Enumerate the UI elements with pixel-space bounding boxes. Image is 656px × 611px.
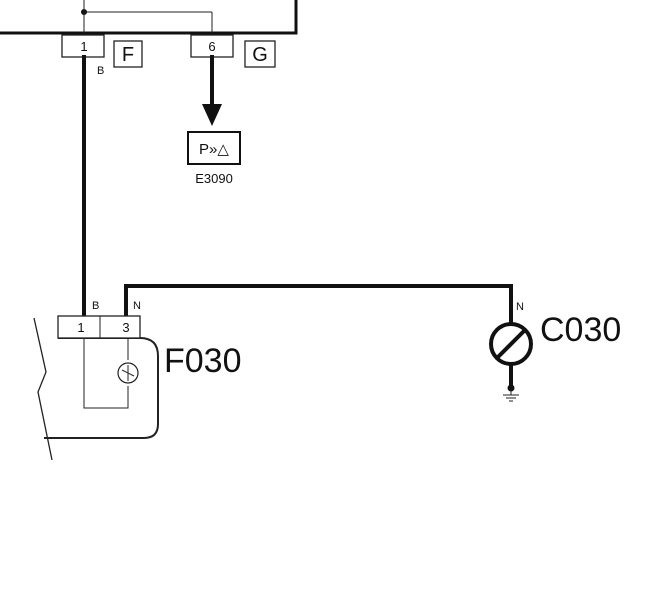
switch-f030: 1 3 B N F030 — [33, 300, 242, 461]
ground-icon — [503, 390, 519, 402]
switch-pin-3-number: 3 — [122, 320, 129, 335]
svg-text:F: F — [122, 44, 134, 66]
switch-pin-1-number: 1 — [77, 320, 84, 335]
svg-text:G: G — [252, 44, 268, 66]
indicator-ref: E3090 — [195, 171, 233, 186]
wire-color-b-lower: B — [92, 300, 99, 312]
park-assist-icon: P»△ — [199, 141, 229, 158]
connector-f-label: F — [113, 40, 143, 68]
indicator-e3090: P»△ E3090 — [187, 131, 241, 186]
upper-pin-1: 1 — [61, 34, 105, 58]
upper-pin-6: 6 — [190, 34, 234, 58]
upper-unit — [0, 0, 298, 35]
upper-pin-6-number: 6 — [208, 39, 215, 54]
switch-ref: F030 — [164, 342, 242, 380]
lamp-c030: N C030 — [489, 301, 621, 402]
lamp-ref: C030 — [540, 311, 621, 349]
wire-n — [124, 284, 513, 324]
signal-arrow — [202, 55, 222, 126]
wire-color-n-switch: N — [133, 300, 141, 312]
wire-color-n-lamp: N — [516, 301, 524, 313]
upper-pin-1-number: 1 — [80, 39, 87, 54]
connector-g-label: G — [244, 40, 276, 68]
wire-color-b-upper: B — [97, 65, 104, 77]
